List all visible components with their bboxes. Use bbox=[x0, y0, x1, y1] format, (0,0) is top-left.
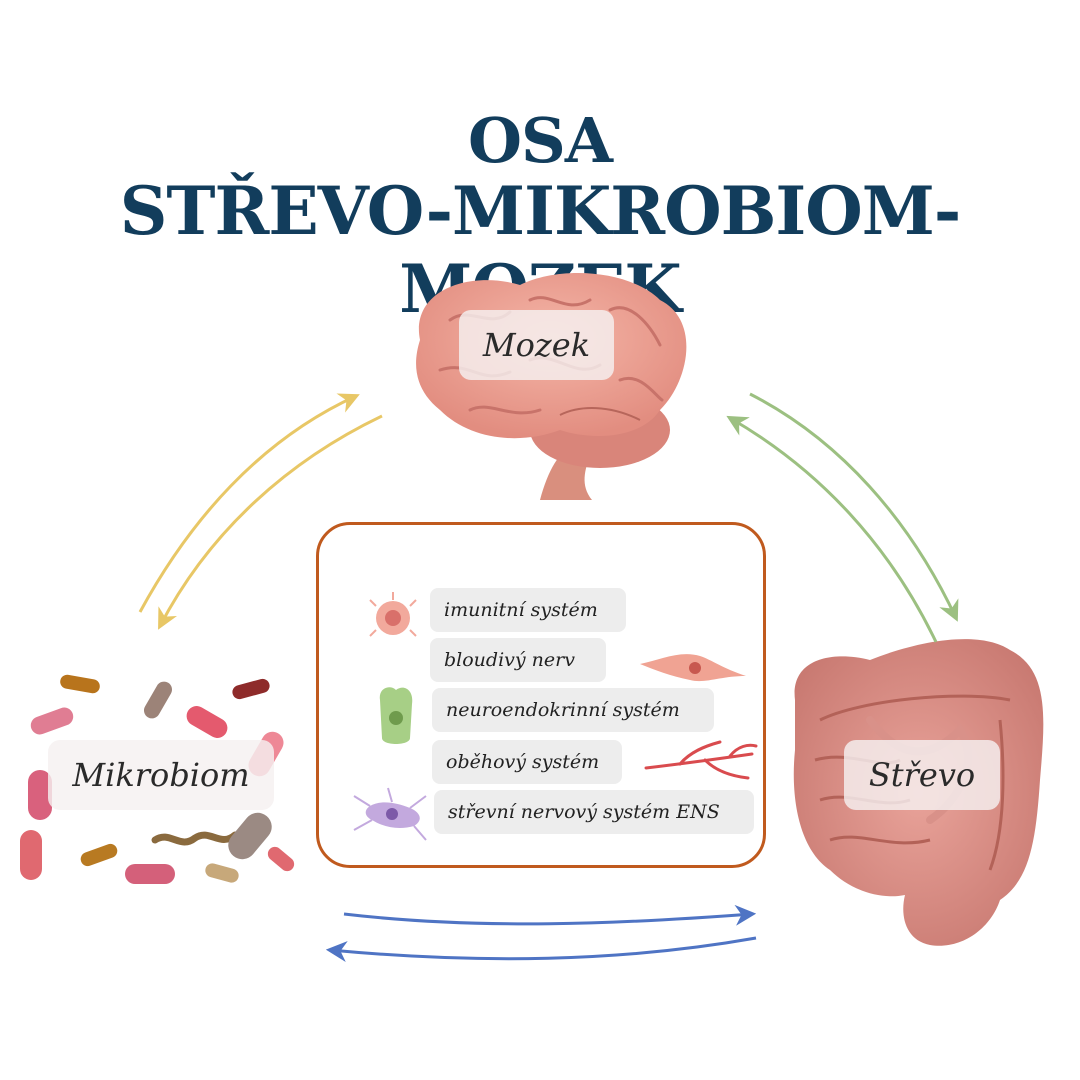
blood-vessel-icon bbox=[644, 740, 758, 780]
endocrine-cell-icon bbox=[379, 687, 413, 744]
neuron-cell-icon bbox=[640, 654, 746, 682]
microbiome-illustration bbox=[20, 674, 295, 884]
arrows-brain-gut bbox=[726, 392, 959, 643]
pathway-vagus-nerve: bloudivý nerv bbox=[430, 638, 606, 682]
glial-cell-icon bbox=[353, 787, 427, 841]
pathway-enteric-nervous-system: střevní nervový systém ENS bbox=[434, 790, 754, 834]
brain-label: Mozek bbox=[459, 310, 614, 380]
title-line-1: OSA bbox=[468, 104, 613, 177]
microbiome-label: Mikrobiom bbox=[48, 740, 274, 810]
pathway-neuroendocrine-system: neuroendokrinní systém bbox=[432, 688, 714, 732]
pathways-box bbox=[316, 522, 766, 868]
brain-illustration bbox=[416, 273, 687, 500]
pathway-immune-system: imunitní systém bbox=[430, 588, 626, 632]
pathway-circulatory-system: oběhový systém bbox=[432, 740, 622, 784]
gut-label: Střevo bbox=[844, 740, 1000, 810]
arrows-microbiome-brain bbox=[138, 393, 383, 630]
arrows-microbiome-gut bbox=[325, 904, 757, 963]
immune-cell-icon bbox=[369, 592, 417, 637]
